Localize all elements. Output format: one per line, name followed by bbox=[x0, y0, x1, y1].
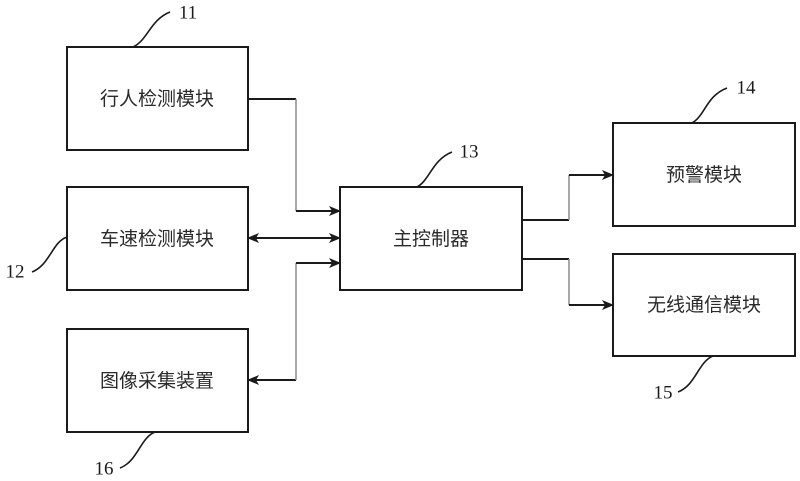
leader-line bbox=[416, 151, 453, 188]
main-controller-label: 主控制器 bbox=[393, 228, 469, 250]
wireless-label: 无线通信模块 bbox=[647, 294, 761, 316]
node-image-capture: 图像采集装置 bbox=[66, 328, 249, 433]
pedestrian-detection-label: 行人检测模块 bbox=[100, 88, 214, 110]
ref-12: 12 bbox=[6, 236, 68, 283]
ref-14: 14 bbox=[691, 78, 757, 124]
node-speed-detection: 车速检测模块 bbox=[66, 186, 249, 291]
speed-detection-box bbox=[66, 186, 249, 291]
warning-box bbox=[612, 122, 796, 227]
ref-number: 15 bbox=[654, 383, 673, 404]
leader-line bbox=[132, 11, 171, 48]
leader-line bbox=[31, 236, 68, 273]
edge-controller-to-warning bbox=[522, 170, 614, 221]
ref-13: 13 bbox=[416, 142, 479, 188]
ref-number: 13 bbox=[460, 142, 479, 163]
ref-number: 14 bbox=[737, 78, 757, 99]
pedestrian-detection-box bbox=[66, 46, 249, 151]
node-warning: 预警模块 bbox=[612, 122, 796, 227]
warning-label: 预警模块 bbox=[666, 164, 742, 186]
ref-number: 16 bbox=[95, 459, 114, 480]
leader-line bbox=[677, 355, 714, 393]
ref-number: 11 bbox=[179, 3, 197, 24]
leader-line bbox=[691, 87, 728, 124]
node-main-controller: 主控制器 bbox=[339, 186, 523, 291]
ref-15: 15 bbox=[654, 355, 714, 404]
node-pedestrian-detection: 行人检测模块 bbox=[66, 46, 249, 151]
main-controller-box bbox=[339, 186, 523, 291]
speed-detection-label: 车速检测模块 bbox=[100, 228, 214, 250]
image-capture-label: 图像采集装置 bbox=[100, 370, 214, 392]
edge-camera-controller bbox=[247, 258, 341, 385]
edge-controller-to-wireless bbox=[522, 258, 614, 310]
ref-number: 12 bbox=[6, 262, 25, 283]
image-capture-box bbox=[66, 328, 249, 433]
ref-16: 16 bbox=[95, 431, 156, 480]
node-wireless: 无线通信模块 bbox=[612, 253, 796, 357]
edge-pedestrian-to-controller bbox=[248, 98, 341, 216]
ref-11: 11 bbox=[132, 3, 197, 48]
leader-line bbox=[119, 431, 156, 469]
